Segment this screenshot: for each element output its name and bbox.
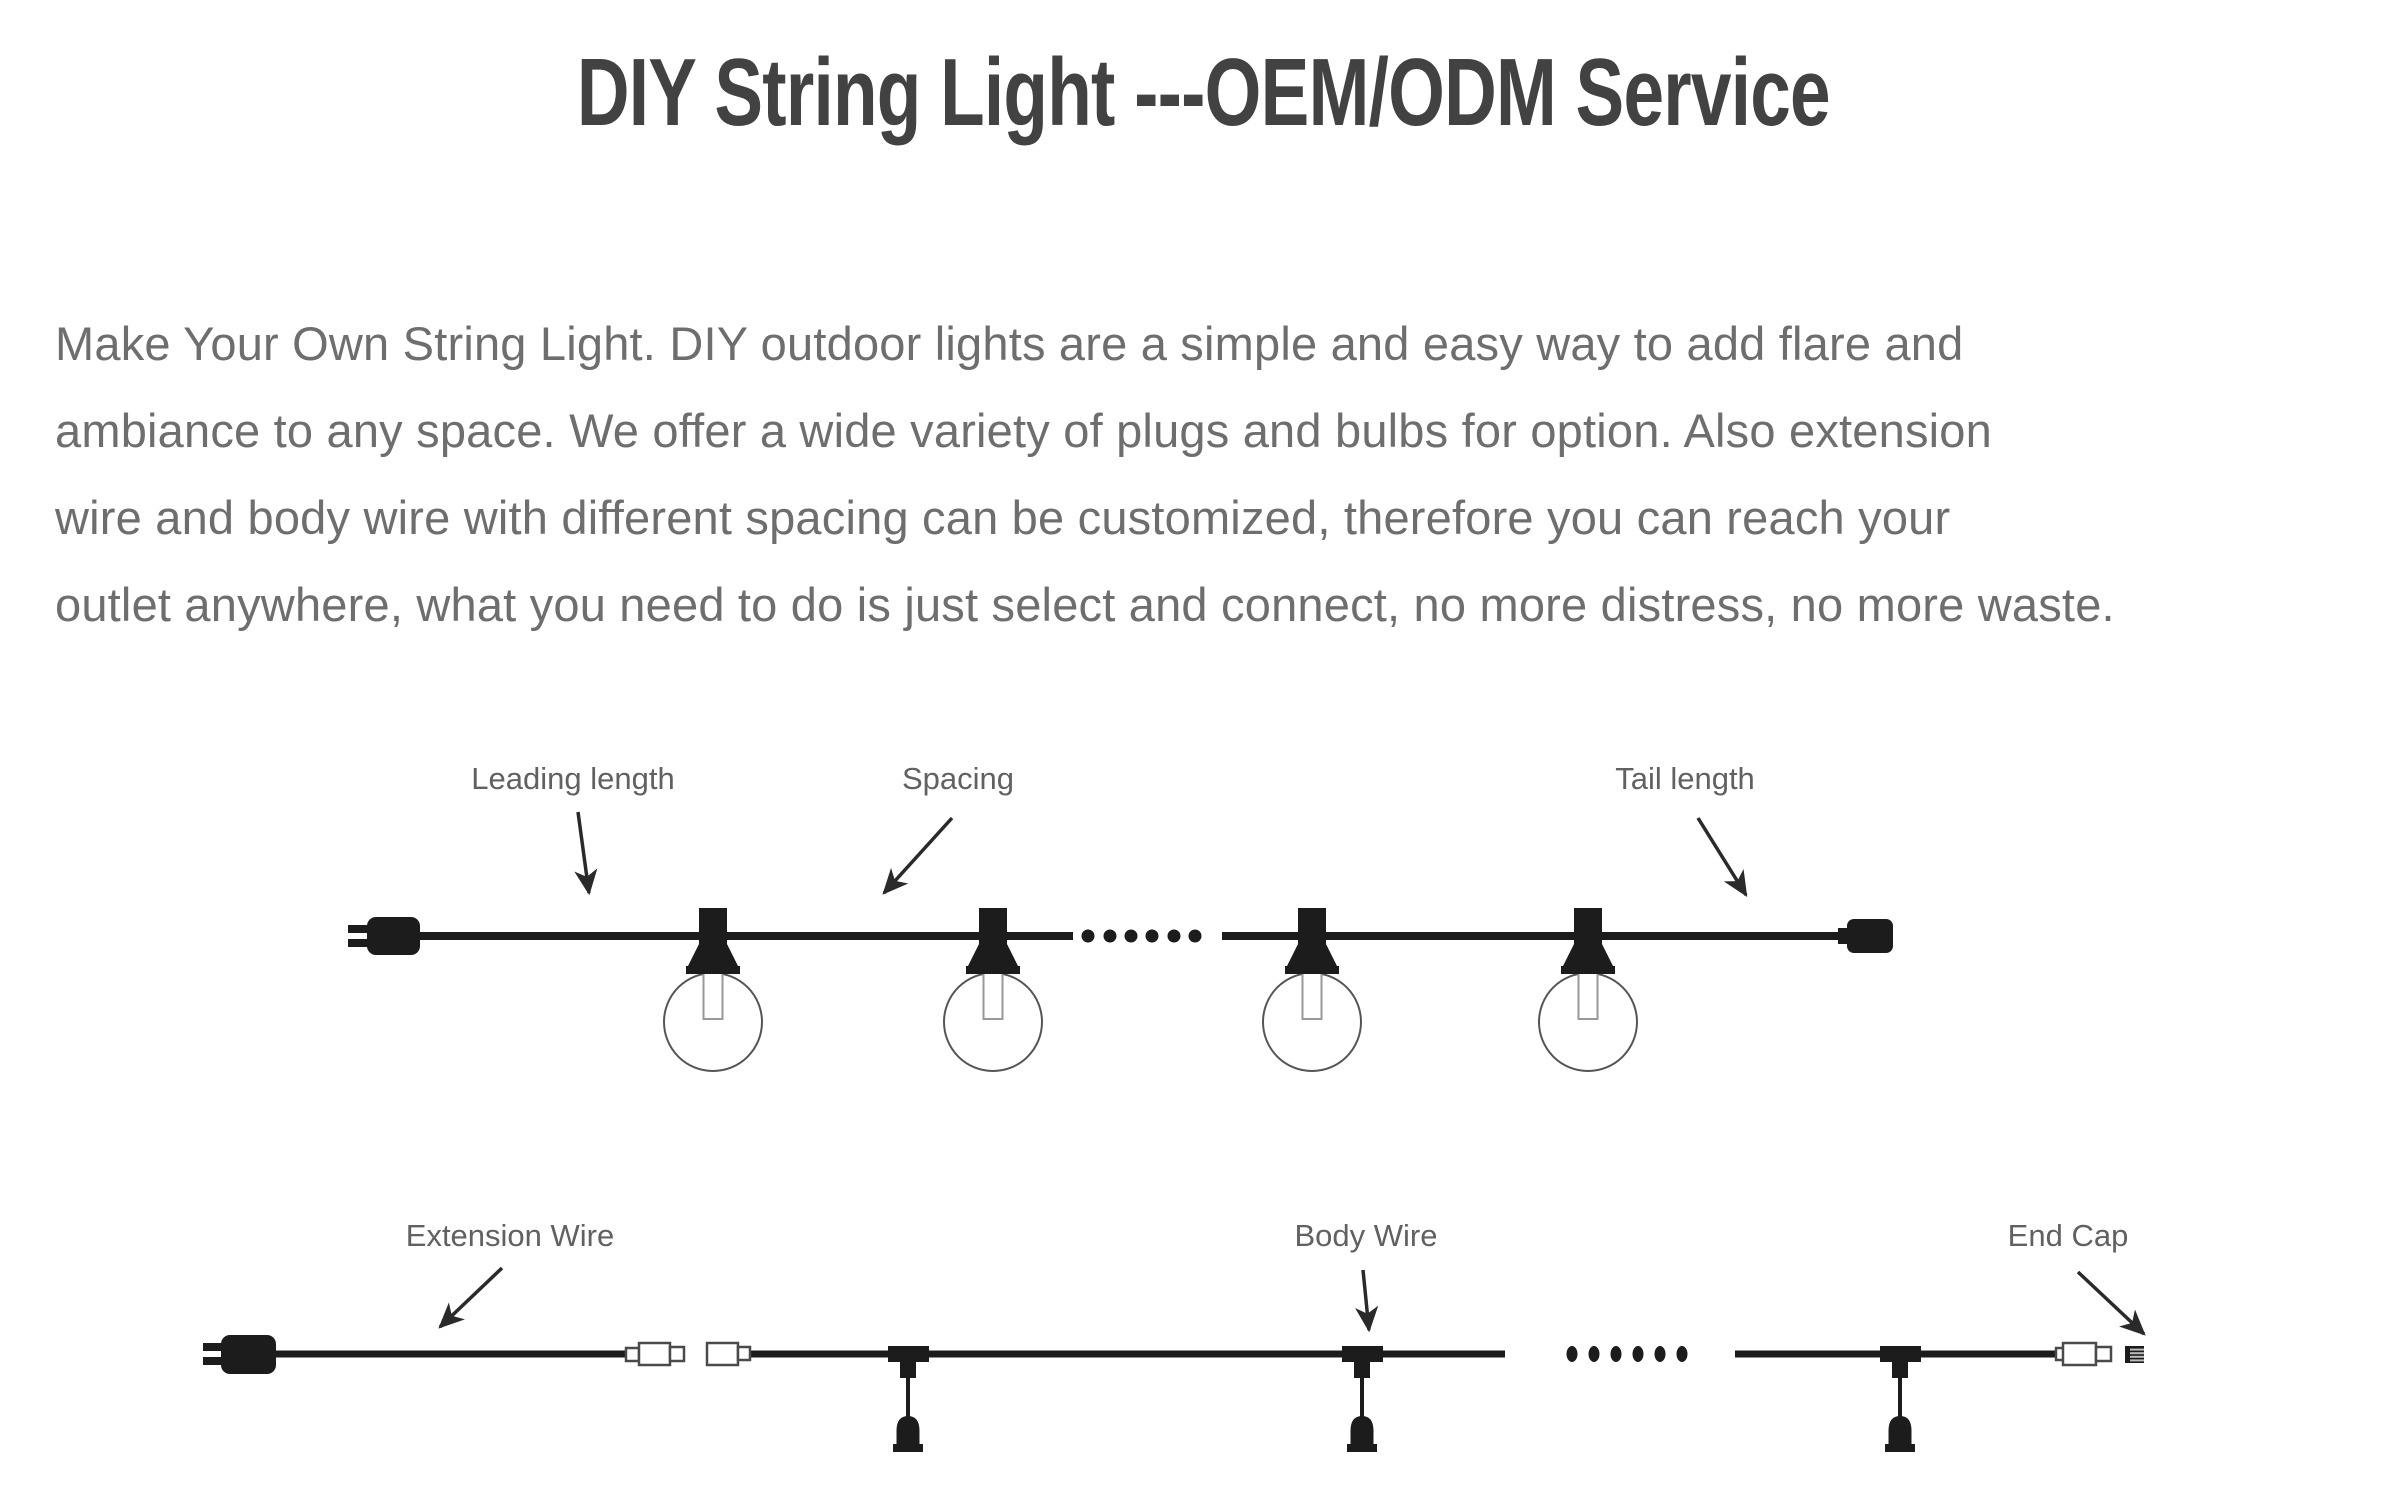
- power-plug-icon: [203, 1335, 276, 1374]
- annotation-arrows: [574, 811, 1748, 897]
- label-spacing: Spacing: [901, 761, 1015, 796]
- body-wire-arrow-icon: [1355, 1269, 1379, 1333]
- ellipsis-dots-icon: [1566, 1346, 1688, 1362]
- label-extension-wire: Extension Wire: [405, 1218, 615, 1253]
- intro-line: wire and body wire with different spacin…: [55, 491, 1951, 544]
- ellipsis-dots-icon: [1081, 929, 1202, 943]
- label-body-wire: Body Wire: [1294, 1218, 1438, 1253]
- annotation-arrows: [438, 1266, 2146, 1336]
- spacing-arrow-icon: [882, 816, 954, 895]
- string-light-diagram: [348, 811, 1893, 1072]
- light-bulb-socket-icon: [1538, 908, 1638, 1072]
- tail-length-arrow-icon: [1696, 817, 1748, 897]
- wire-components-diagram: [203, 1266, 2146, 1452]
- end-cap-arrow-icon: [2076, 1270, 2146, 1336]
- label-leading-length: Leading length: [471, 761, 675, 796]
- label-end-cap: End Cap: [2007, 1218, 2129, 1253]
- pendant-socket-icon: [1342, 1346, 1383, 1452]
- label-tail-length: Tail length: [1615, 761, 1755, 796]
- pendant-socket-icon: [1880, 1346, 1921, 1452]
- bulb-assemblies: [663, 908, 1638, 1072]
- intro-line: Make Your Own String Light. DIY outdoor …: [55, 317, 1964, 370]
- intro-line: ambiance to any space. We offer a wide v…: [55, 404, 1992, 457]
- end-cap-icon: [2125, 1346, 2144, 1363]
- pendant-sockets: [888, 1346, 1921, 1452]
- wire-connector-icon: [2054, 1341, 2113, 1367]
- wire-connector-icon: [624, 1341, 686, 1367]
- page-title: DIY String Light ---OEM/ODM Service: [0, 40, 2406, 146]
- leading-length-arrow-icon: [574, 811, 598, 896]
- light-bulb-socket-icon: [1262, 908, 1362, 1072]
- intro-paragraph: Make Your Own String Light. DIY outdoor …: [55, 300, 2115, 648]
- power-plug-icon: [348, 917, 420, 955]
- pendant-socket-icon: [888, 1346, 929, 1452]
- page-title-text: DIY String Light ---OEM/ODM Service: [576, 39, 1830, 146]
- end-connector-icon: [1838, 919, 1893, 953]
- wire-connector-icon: [705, 1341, 752, 1367]
- light-bulb-socket-icon: [663, 908, 763, 1072]
- intro-line: outlet anywhere, what you need to do is …: [55, 578, 2115, 631]
- light-bulb-socket-icon: [943, 908, 1043, 1072]
- extension-wire-arrow-icon: [438, 1266, 504, 1329]
